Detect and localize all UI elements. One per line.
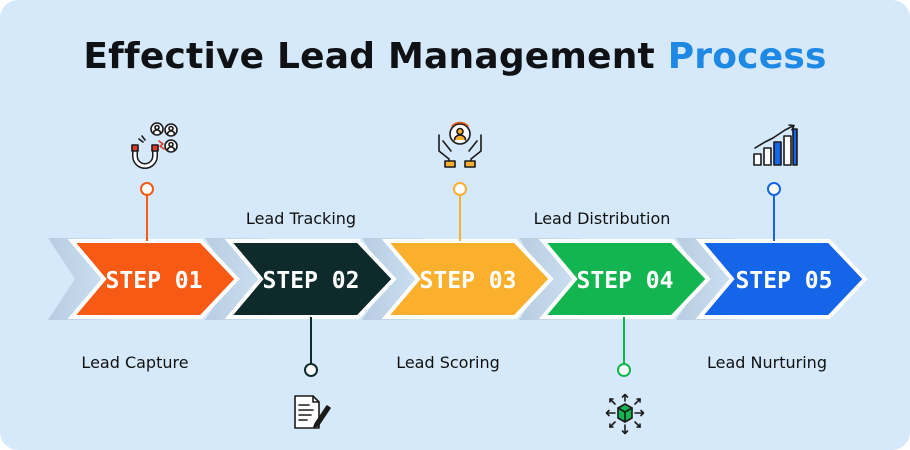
chevron-step-1: STEP 01 [67, 239, 240, 319]
connector-3 [453, 182, 467, 241]
connector-dot-4 [617, 363, 631, 377]
connector-dot-1 [140, 182, 154, 196]
step-1-label: Lead Capture [81, 353, 189, 372]
magnet-people-icon [131, 122, 178, 169]
step-2-label: Lead Tracking [245, 209, 357, 228]
title-main: Effective Lead Management [83, 36, 655, 77]
step-2-number: STEP 02 [263, 268, 360, 294]
connector-4 [617, 317, 631, 377]
growth-chart-icon [753, 124, 798, 166]
chevron-step-5: STEP 05 [695, 239, 868, 319]
connector-2 [304, 317, 318, 377]
title-accent: Process [667, 36, 827, 77]
step-5-label: Lead Nurturing [707, 353, 827, 372]
page-title: Effective Lead Management Process [0, 36, 910, 77]
step-1-number: STEP 01 [106, 268, 203, 294]
connector-1 [140, 182, 154, 241]
chevron-step-3: STEP 03 [381, 239, 554, 319]
step-3-label: Lead Scoring [396, 353, 500, 372]
chevron-step-2: STEP 02 [224, 239, 397, 319]
hands-person-icon [438, 121, 482, 168]
connector-dot-5 [767, 182, 781, 196]
step-4-number: STEP 04 [577, 268, 674, 294]
chevron-step-4: STEP 04 [538, 239, 711, 319]
step-5-number: STEP 05 [736, 268, 833, 294]
connector-dot-3 [453, 182, 467, 196]
document-pen-icon [294, 395, 331, 429]
connector-dot-2 [304, 363, 318, 377]
step-4-label: Lead Distribution [533, 209, 671, 228]
connector-5 [767, 182, 781, 241]
box-arrows-icon [605, 393, 645, 435]
step-3-number: STEP 03 [420, 268, 517, 294]
